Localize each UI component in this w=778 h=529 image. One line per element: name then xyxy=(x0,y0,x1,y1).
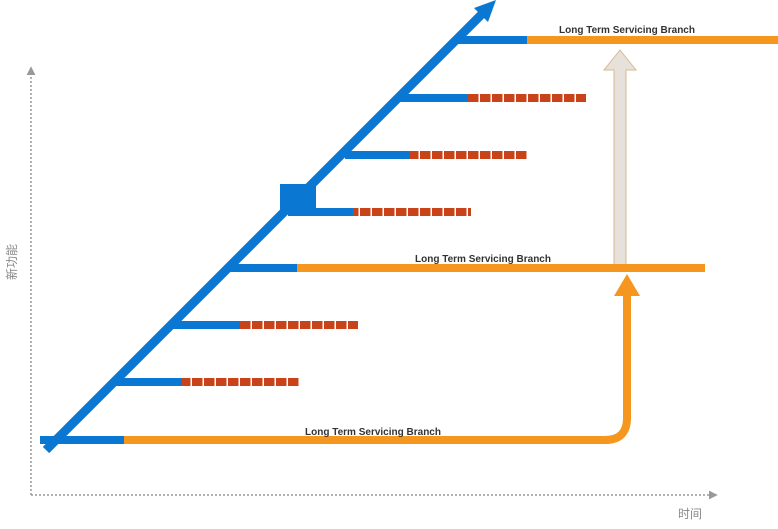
trunk-arrowhead xyxy=(474,0,496,22)
ltsb-label-top: Long Term Servicing Branch xyxy=(559,25,695,36)
feature-segment-bar xyxy=(410,151,528,159)
ltsb-label-bottom: Long Term Servicing Branch xyxy=(305,427,441,438)
feature-segment-bar xyxy=(468,94,586,102)
main-trunk xyxy=(42,8,488,454)
ltsb-upgrade-arrowhead xyxy=(614,274,640,296)
y-axis-label: 新功能 xyxy=(4,244,19,280)
ltsb-bottom-line xyxy=(122,292,631,444)
x-axis-label: 时间 xyxy=(678,507,702,521)
feature-segment-bar xyxy=(240,321,358,329)
trunk-square-marker xyxy=(280,184,316,214)
feature-segment-bar xyxy=(182,378,300,386)
upgrade-arrow xyxy=(602,49,638,269)
feature-segments xyxy=(182,94,586,386)
ltsb-label-middle: Long Term Servicing Branch xyxy=(415,254,551,265)
feature-segment-bar xyxy=(353,208,471,216)
